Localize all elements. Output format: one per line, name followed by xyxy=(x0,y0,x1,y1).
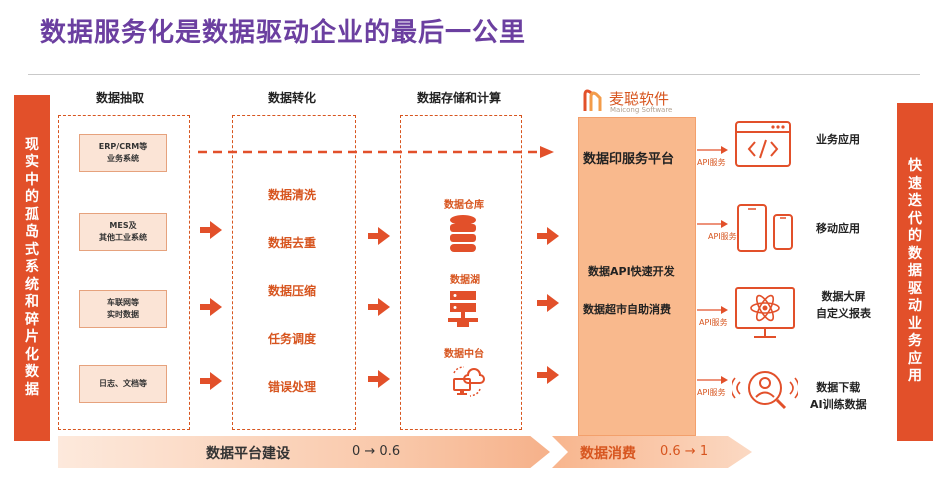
platform-feature-api: 数据API快速开发 xyxy=(588,265,675,278)
store-label-warehouse: 数据仓库 xyxy=(444,200,484,211)
source-line1: MES及 xyxy=(109,221,137,230)
transform-compress: 数据压缩 xyxy=(268,284,317,298)
ai-download-icon xyxy=(732,371,798,410)
cloud-computer-icon xyxy=(453,366,485,397)
api-label: API服务 xyxy=(708,232,737,241)
app-mobile: 移动应用 xyxy=(816,221,860,238)
brand-subtitle: Maicong Software xyxy=(610,106,673,114)
store-label-lake: 数据湖 xyxy=(450,275,480,286)
header-store: 数据存储和计算 xyxy=(417,91,502,105)
header-extract: 数据抽取 xyxy=(96,91,145,105)
header-transform: 数据转化 xyxy=(268,91,317,105)
arrow-icon xyxy=(368,227,390,245)
build-label: 数据平台建设 xyxy=(206,446,290,462)
app-dashboard: 数据大屏 自定义报表 xyxy=(816,289,871,322)
source-line1: 车联网等 xyxy=(107,298,139,307)
brand-name: 麦聪软件 xyxy=(609,90,670,108)
platform-title: 数据印服务平台 xyxy=(583,152,675,167)
transform-error: 错误处理 xyxy=(268,380,317,394)
source-line2: 业务系统 xyxy=(107,154,139,163)
arrow-icon xyxy=(537,227,559,245)
mobile-devices-icon xyxy=(737,204,793,252)
direct-flow-arrow xyxy=(198,146,554,158)
platform-feature-market: 数据超市自助消费 xyxy=(583,303,671,316)
dashboard-screen-icon xyxy=(735,287,795,338)
arrow-icon xyxy=(200,298,222,316)
app-label-line2: AI训练数据 xyxy=(810,397,867,411)
app-label-line1: 数据下载 xyxy=(816,381,861,394)
source-line2: 实时数据 xyxy=(107,310,139,319)
api-arrow-icon xyxy=(697,306,728,314)
source-iov: 车联网等 实时数据 xyxy=(79,290,167,328)
brand-logo-icon xyxy=(583,89,602,111)
consume-range: 0.6 → 1 xyxy=(660,444,709,459)
source-logs: 日志、文档等 xyxy=(79,365,167,403)
app-business: 业务应用 xyxy=(816,132,860,149)
service-platform xyxy=(578,117,696,436)
api-arrow-icon xyxy=(697,220,728,228)
source-line1: 日志、文档等 xyxy=(99,379,147,388)
consume-label: 数据消费 xyxy=(580,446,636,462)
api-label: API服务 xyxy=(697,158,726,167)
server-icon xyxy=(448,291,478,327)
source-line1: ERP/CRM等 xyxy=(98,142,148,151)
source-erp-crm: ERP/CRM等 业务系统 xyxy=(79,134,167,172)
store-label-middle-platform: 数据中台 xyxy=(444,349,484,360)
arrow-icon xyxy=(368,370,390,388)
title-divider xyxy=(28,74,920,75)
arrow-icon xyxy=(368,298,390,316)
store-group xyxy=(400,115,522,430)
transform-schedule: 任务调度 xyxy=(268,332,317,346)
arrow-icon xyxy=(200,372,222,390)
source-line2: 其他工业系统 xyxy=(99,233,147,242)
arrow-icon xyxy=(537,294,559,312)
extract-group xyxy=(58,115,190,430)
api-arrow-icon xyxy=(697,146,728,154)
api-label: API服务 xyxy=(699,318,728,327)
right-banner: 快速迭代的数据驱动业务应用 xyxy=(897,103,933,441)
app-label-line1: 移动应用 xyxy=(816,222,860,235)
platform-build-bar xyxy=(58,436,550,468)
api-label: API服务 xyxy=(697,388,726,397)
left-banner: 现实中的孤岛式系统和碎片化数据 xyxy=(14,95,50,441)
source-mes: MES及 其他工业系统 xyxy=(79,213,167,251)
transform-dedup: 数据去重 xyxy=(268,236,317,250)
app-label-line2: 自定义报表 xyxy=(816,306,871,320)
app-label-line1: 数据大屏 xyxy=(821,290,866,303)
api-arrow-icon xyxy=(697,376,728,384)
page-title: 数据服务化是数据驱动企业的最后一公里 xyxy=(40,18,527,48)
transform-clean: 数据清洗 xyxy=(268,188,317,202)
transform-group xyxy=(232,115,356,430)
app-download: 数据下载 AI训练数据 xyxy=(810,380,867,413)
right-banner-text: 快速迭代的数据驱动业务应用 xyxy=(908,158,922,385)
data-consume-bar xyxy=(552,436,752,468)
left-banner-text: 现实中的孤岛式系统和碎片化数据 xyxy=(25,136,39,398)
arrow-icon xyxy=(537,366,559,384)
app-label-line1: 业务应用 xyxy=(816,133,860,146)
database-icon xyxy=(450,215,476,252)
code-window-icon xyxy=(735,121,791,167)
arrow-icon xyxy=(200,221,222,239)
build-range: 0 → 0.6 xyxy=(352,444,401,459)
